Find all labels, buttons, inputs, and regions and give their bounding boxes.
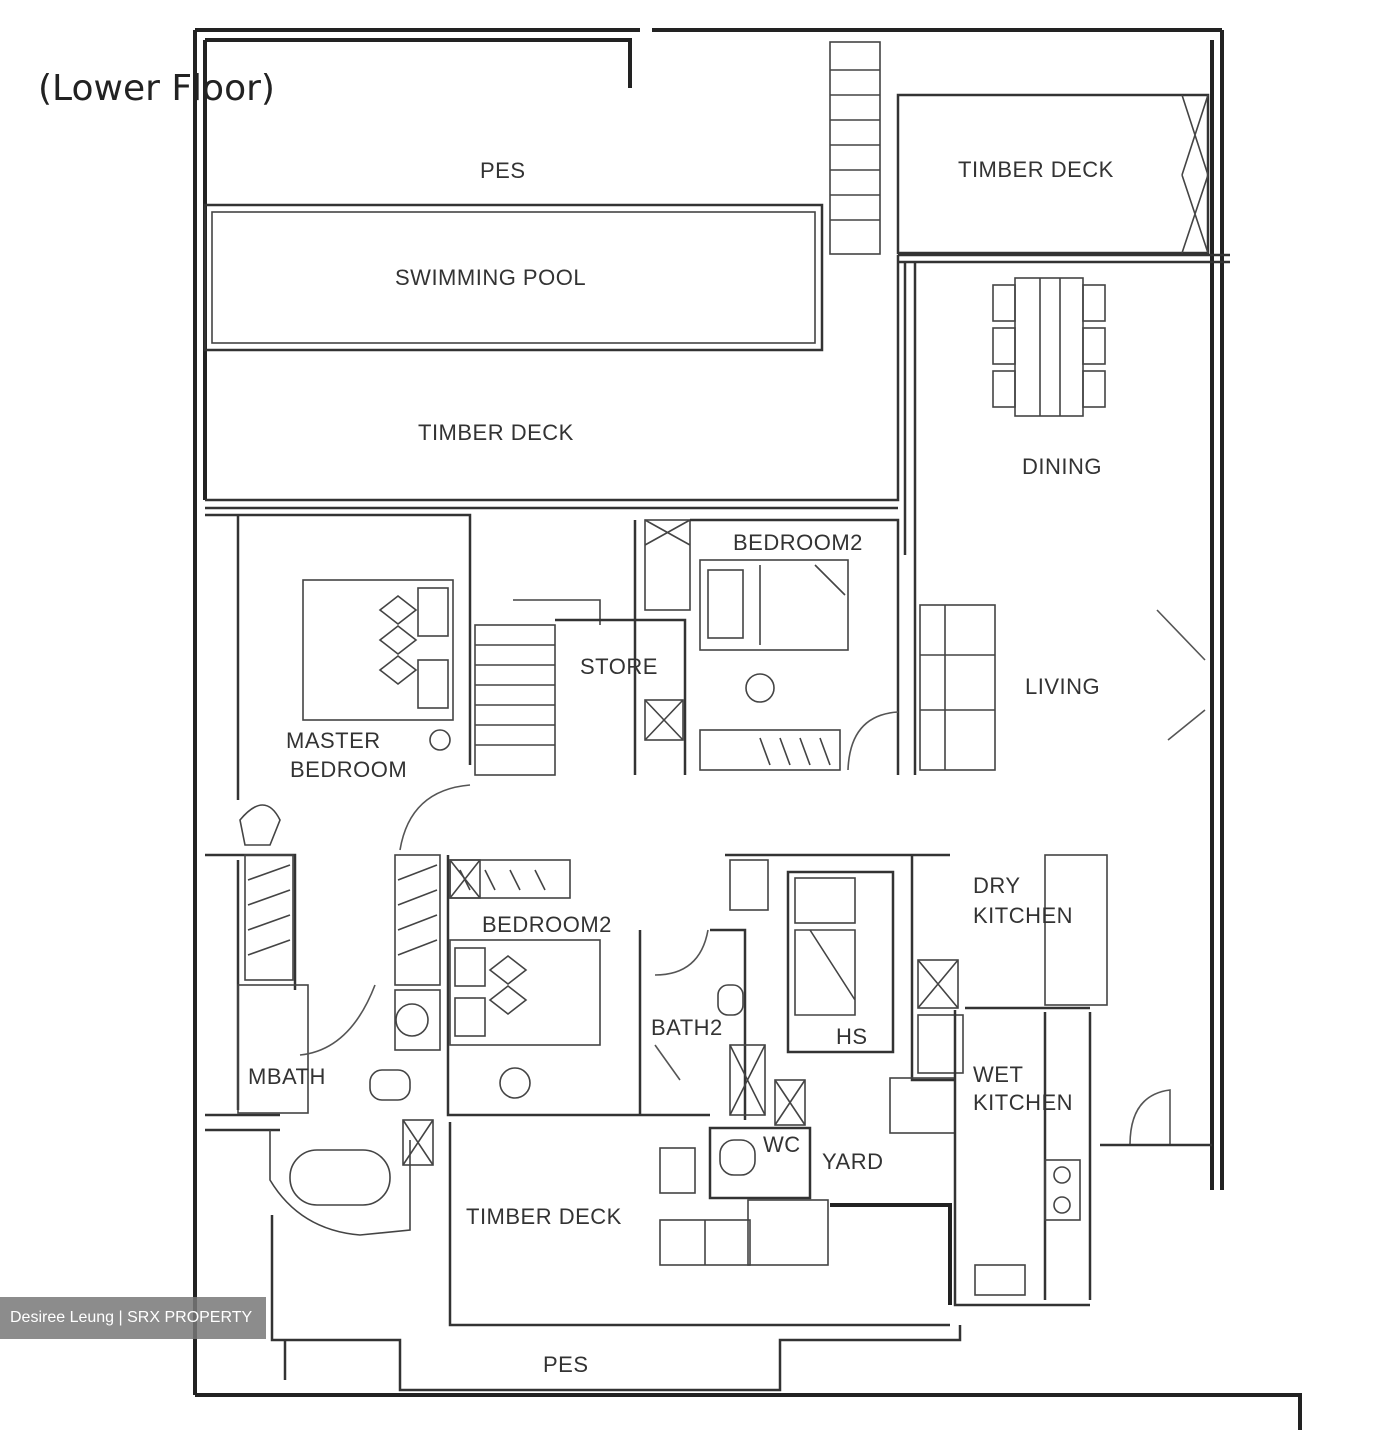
label-wc: WC bbox=[763, 1132, 801, 1157]
label-dry-kitchen-1: DRY bbox=[973, 873, 1021, 898]
label-dining: DINING bbox=[1022, 454, 1102, 479]
dining-table bbox=[992, 277, 1106, 417]
floor-title: (Lower Floor) bbox=[38, 68, 275, 109]
watermark: Desiree Leung | SRX PROPERTY bbox=[0, 1297, 266, 1339]
bedroom2-top-zone bbox=[690, 518, 900, 775]
label-store: STORE bbox=[580, 654, 658, 679]
label-master-bedroom-1: MASTER bbox=[286, 728, 381, 753]
label-master-bedroom-2: BEDROOM bbox=[290, 757, 407, 782]
label-bedroom2-lower: BEDROOM2 bbox=[482, 912, 612, 937]
label-wet-kitchen-1: WET bbox=[973, 1062, 1023, 1087]
label-pes-bottom: PES bbox=[543, 1352, 589, 1377]
yard-wc-zone bbox=[659, 1079, 952, 1305]
outer-walls bbox=[193, 28, 1302, 1430]
label-mbath: MBATH bbox=[248, 1064, 326, 1089]
label-bedroom2-top: BEDROOM2 bbox=[733, 530, 863, 555]
kitchen-zone bbox=[889, 854, 1212, 1307]
label-yard: YARD bbox=[822, 1149, 884, 1174]
lower-wing-walls bbox=[205, 804, 441, 1236]
room-labels: PES TIMBER DECK SWIMMING POOL TIMBER DEC… bbox=[248, 157, 1114, 1377]
label-hs: HS bbox=[836, 1024, 868, 1049]
label-timber-deck-middle: TIMBER DECK bbox=[418, 420, 574, 445]
living-zone bbox=[903, 262, 1206, 775]
label-wet-kitchen-2: KITCHEN bbox=[973, 1090, 1073, 1115]
label-dry-kitchen-2: KITCHEN bbox=[973, 903, 1073, 928]
label-timber-deck-bottom: TIMBER DECK bbox=[466, 1204, 622, 1229]
label-bath2: BATH2 bbox=[651, 1015, 723, 1040]
master-bedroom-zone bbox=[205, 513, 472, 851]
bedroom2-lower-zone bbox=[446, 855, 710, 1117]
pool-deck-zone bbox=[203, 41, 1230, 510]
label-swimming-pool: SWIMMING POOL bbox=[395, 265, 586, 290]
label-timber-deck-top: TIMBER DECK bbox=[958, 157, 1114, 182]
stairs-store-zone bbox=[474, 519, 691, 776]
label-pes-top: PES bbox=[480, 158, 526, 183]
bottom-deck-pes bbox=[270, 1122, 962, 1392]
label-living: LIVING bbox=[1025, 674, 1100, 699]
